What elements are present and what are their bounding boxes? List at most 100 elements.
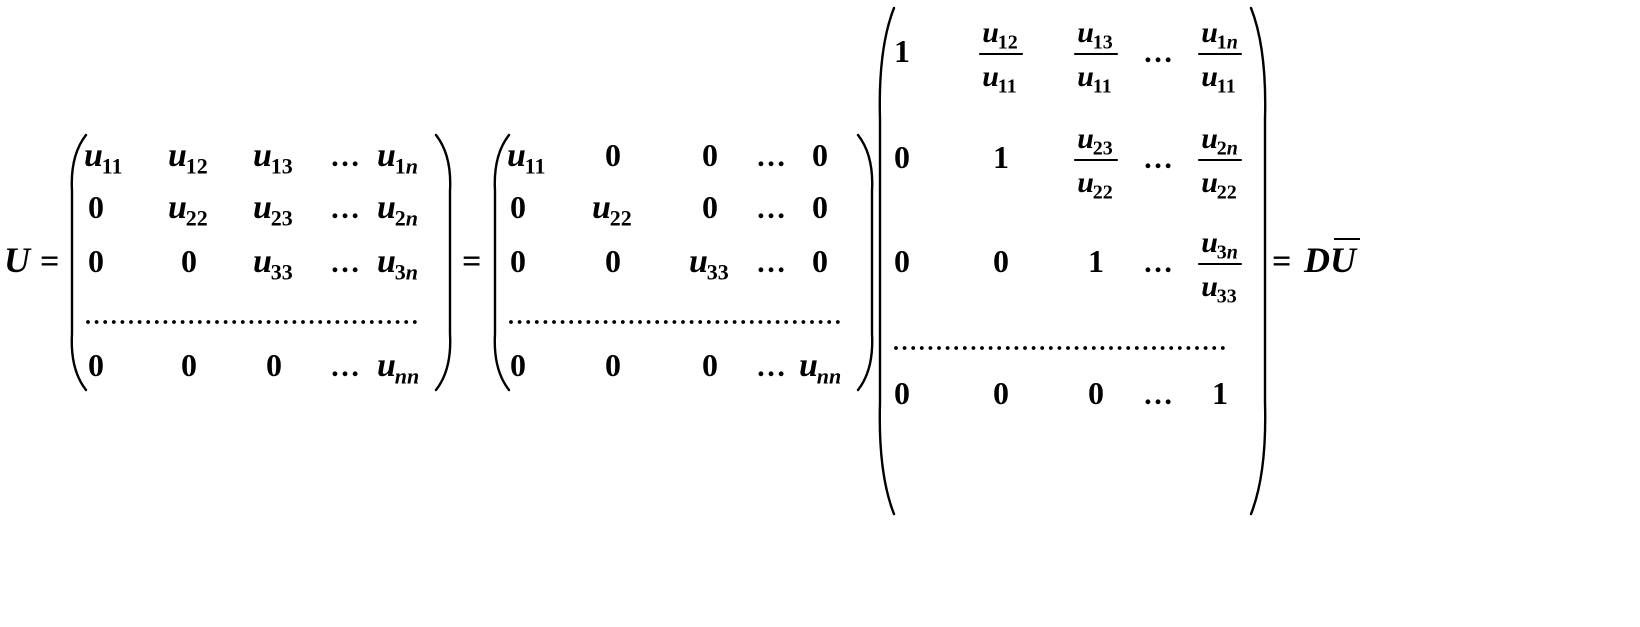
matrix-entry: 0 (181, 347, 197, 383)
matrix-entry: u12 (168, 137, 208, 178)
symbol-base: u (689, 243, 708, 280)
symbol-base: u (799, 347, 818, 384)
symbol-subscript: 11 (1093, 76, 1112, 98)
symbol-subscript: 22 (610, 205, 632, 230)
matrix-entry: 1 (1088, 243, 1104, 279)
symbol-subscript: 22 (186, 205, 208, 230)
matrix-entry: 0 (510, 243, 526, 279)
symbol-subscript: 23 (1093, 138, 1113, 160)
left-parenthesis (878, 6, 896, 516)
symbol-subscript: 2n (395, 205, 418, 230)
symbol-base: u (377, 137, 396, 174)
symbol-subscript: 13 (271, 153, 293, 178)
symbol-base: u (1201, 166, 1218, 199)
matrix-entry: u1n (377, 137, 418, 178)
symbol-subscript: 3n (395, 259, 418, 284)
fraction-denominator: u11 (1201, 60, 1236, 98)
matrix-entry: 0 (894, 243, 910, 279)
rhs-symbol-d: D (1303, 240, 1330, 280)
ellipsis-entry: … (1143, 246, 1173, 279)
matrix-entry: 1 (894, 33, 910, 69)
matrix-entry: 0 (88, 347, 104, 383)
ellipsis-entry: … (330, 350, 360, 383)
ellipsis-entry: … (756, 350, 786, 383)
matrix-entry: u22 (168, 189, 208, 230)
fraction-denominator: u11 (982, 60, 1017, 98)
symbol-subscript: 2n (1217, 138, 1238, 160)
fraction-numerator: u3n (1201, 226, 1238, 264)
symbol-base: u (507, 137, 526, 174)
left-parenthesis (70, 133, 88, 392)
ellipsis-entry: … (756, 246, 786, 279)
fraction: u 1n u11 (1198, 16, 1242, 98)
symbol-subscript: 33 (271, 259, 293, 284)
ellipsis-entry: … (1143, 36, 1173, 69)
symbol-subscript: 11 (998, 76, 1017, 98)
equals-sign: = (462, 243, 481, 280)
symbol-base: u (253, 137, 272, 174)
symbol-base: u (84, 137, 103, 174)
symbol-subscript: 11 (525, 153, 546, 178)
matrix-entry: u2n (377, 189, 418, 230)
matrix-entry: 0 (993, 375, 1009, 411)
symbol-subscript: 33 (707, 259, 729, 284)
symbol-base: u (377, 347, 396, 384)
fraction-denominator: u11 (1077, 60, 1112, 98)
dotted-separator-row (509, 320, 840, 324)
symbol-base: u (377, 243, 396, 280)
symbol-base: u (1201, 270, 1218, 303)
matrix-entry: 0 (88, 243, 104, 279)
symbol-subscript: 33 (1217, 286, 1237, 308)
fraction-numerator: u2n (1201, 122, 1238, 160)
symbol-base: u (1201, 122, 1218, 155)
equals-sign: = (1272, 243, 1291, 280)
ellipsis-entry: … (756, 192, 786, 225)
matrix-entry: 0 (510, 189, 526, 225)
fraction-numerator: u12 (982, 16, 1018, 54)
matrix-entry: 0 (605, 347, 621, 383)
ellipsis-entry: … (1143, 378, 1173, 411)
matrix-entry: 0 (702, 189, 718, 225)
symbol-base: u (168, 189, 187, 226)
matrix-entry: 0 (894, 375, 910, 411)
matrix-entry: u11 (84, 137, 122, 178)
fraction: u12 u11 (979, 16, 1023, 98)
symbol-base: u (253, 243, 272, 280)
rhs-symbol-ubar: U (1330, 240, 1358, 280)
symbol-base: u (982, 60, 999, 93)
matrix-entry: unn (377, 347, 419, 388)
dotted-separator-row (894, 346, 1225, 350)
matrix-entry: 0 (812, 243, 828, 279)
symbol-base: u (168, 137, 187, 174)
matrix-entry: 0 (812, 137, 828, 173)
matrix-entry: u33 (689, 243, 729, 284)
right-parenthesis (1249, 6, 1267, 516)
ellipsis-entry: … (330, 246, 360, 279)
matrix-entry: u3n (377, 243, 418, 284)
symbol-subscript: 1n (1217, 32, 1238, 54)
matrix-entry: 0 (266, 347, 282, 383)
fraction-denominator: u22 (1077, 166, 1113, 204)
matrix-entry: unn (799, 347, 841, 388)
matrix-entry: 0 (510, 347, 526, 383)
symbol-base: u (1077, 60, 1094, 93)
matrix-entry: u23 (253, 189, 293, 230)
matrix-entry: u33 (253, 243, 293, 284)
ellipsis-entry: … (1143, 142, 1173, 175)
fraction-denominator: u22 (1201, 166, 1237, 204)
lhs-symbol: U (4, 240, 32, 280)
symbol-base: u (1201, 60, 1218, 93)
matrix-entry: 0 (605, 243, 621, 279)
matrix-entry: 0 (812, 189, 828, 225)
matrix-entry: 0 (88, 189, 104, 225)
symbol-base: u (592, 189, 611, 226)
matrix-entry: 0 (181, 243, 197, 279)
symbol-base: u (253, 189, 272, 226)
matrix-entry: 0 (702, 347, 718, 383)
matrix-entry: 0 (993, 243, 1009, 279)
left-parenthesis (493, 133, 511, 392)
